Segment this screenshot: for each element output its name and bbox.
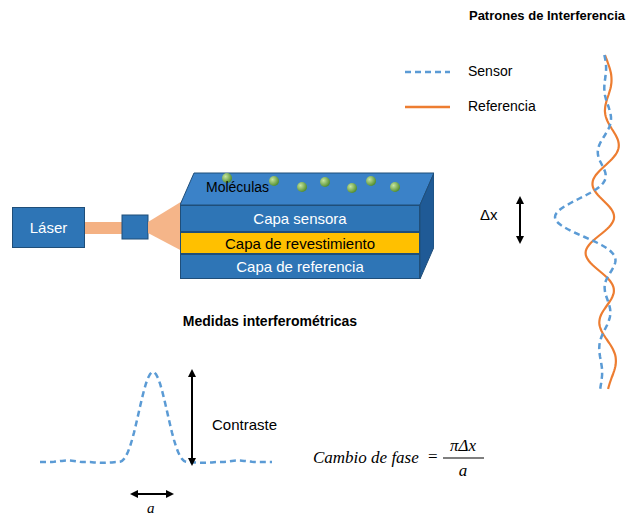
laser-beam	[85, 222, 125, 234]
chip-layer: Capa sensora	[180, 205, 420, 232]
chip-layer: Capa de referencia	[180, 254, 420, 279]
width-arrow	[134, 493, 170, 495]
legend-text: Referencia	[468, 98, 536, 114]
label: Contraste	[212, 416, 277, 433]
sensor-chip: MoléculasCapa sensoraCapa de revestimien…	[180, 172, 434, 279]
label: a	[147, 500, 155, 517]
sensor-pattern	[555, 55, 616, 389]
label: Δx	[480, 206, 498, 223]
section-heading: Medidas interferométricas	[183, 313, 357, 329]
label: Cambio de fase	[313, 448, 419, 468]
reference-pattern	[586, 55, 619, 389]
fraction-bar	[443, 457, 484, 458]
beam-cone	[148, 200, 184, 252]
label: πΔx	[450, 436, 476, 456]
label: =	[428, 447, 438, 467]
lens	[122, 215, 148, 239]
chip-layer: Capa de revestimiento	[180, 232, 420, 254]
title: Patrones de Interferencia	[469, 8, 625, 23]
legend-sample	[405, 71, 450, 74]
node-text: Capa de referencia	[236, 258, 364, 275]
legend-text: Sensor	[468, 63, 512, 79]
node-text: Capa de revestimiento	[225, 235, 375, 252]
node-text: Capa sensora	[253, 210, 346, 227]
delta-arrow	[519, 200, 521, 240]
label: a	[459, 461, 468, 481]
contrast-arrow	[191, 373, 193, 462]
laser-box: Láser	[12, 207, 85, 248]
chip-caption: Moléculas	[206, 179, 269, 195]
legend-sample	[405, 106, 450, 109]
node-text: Láser	[30, 219, 68, 236]
